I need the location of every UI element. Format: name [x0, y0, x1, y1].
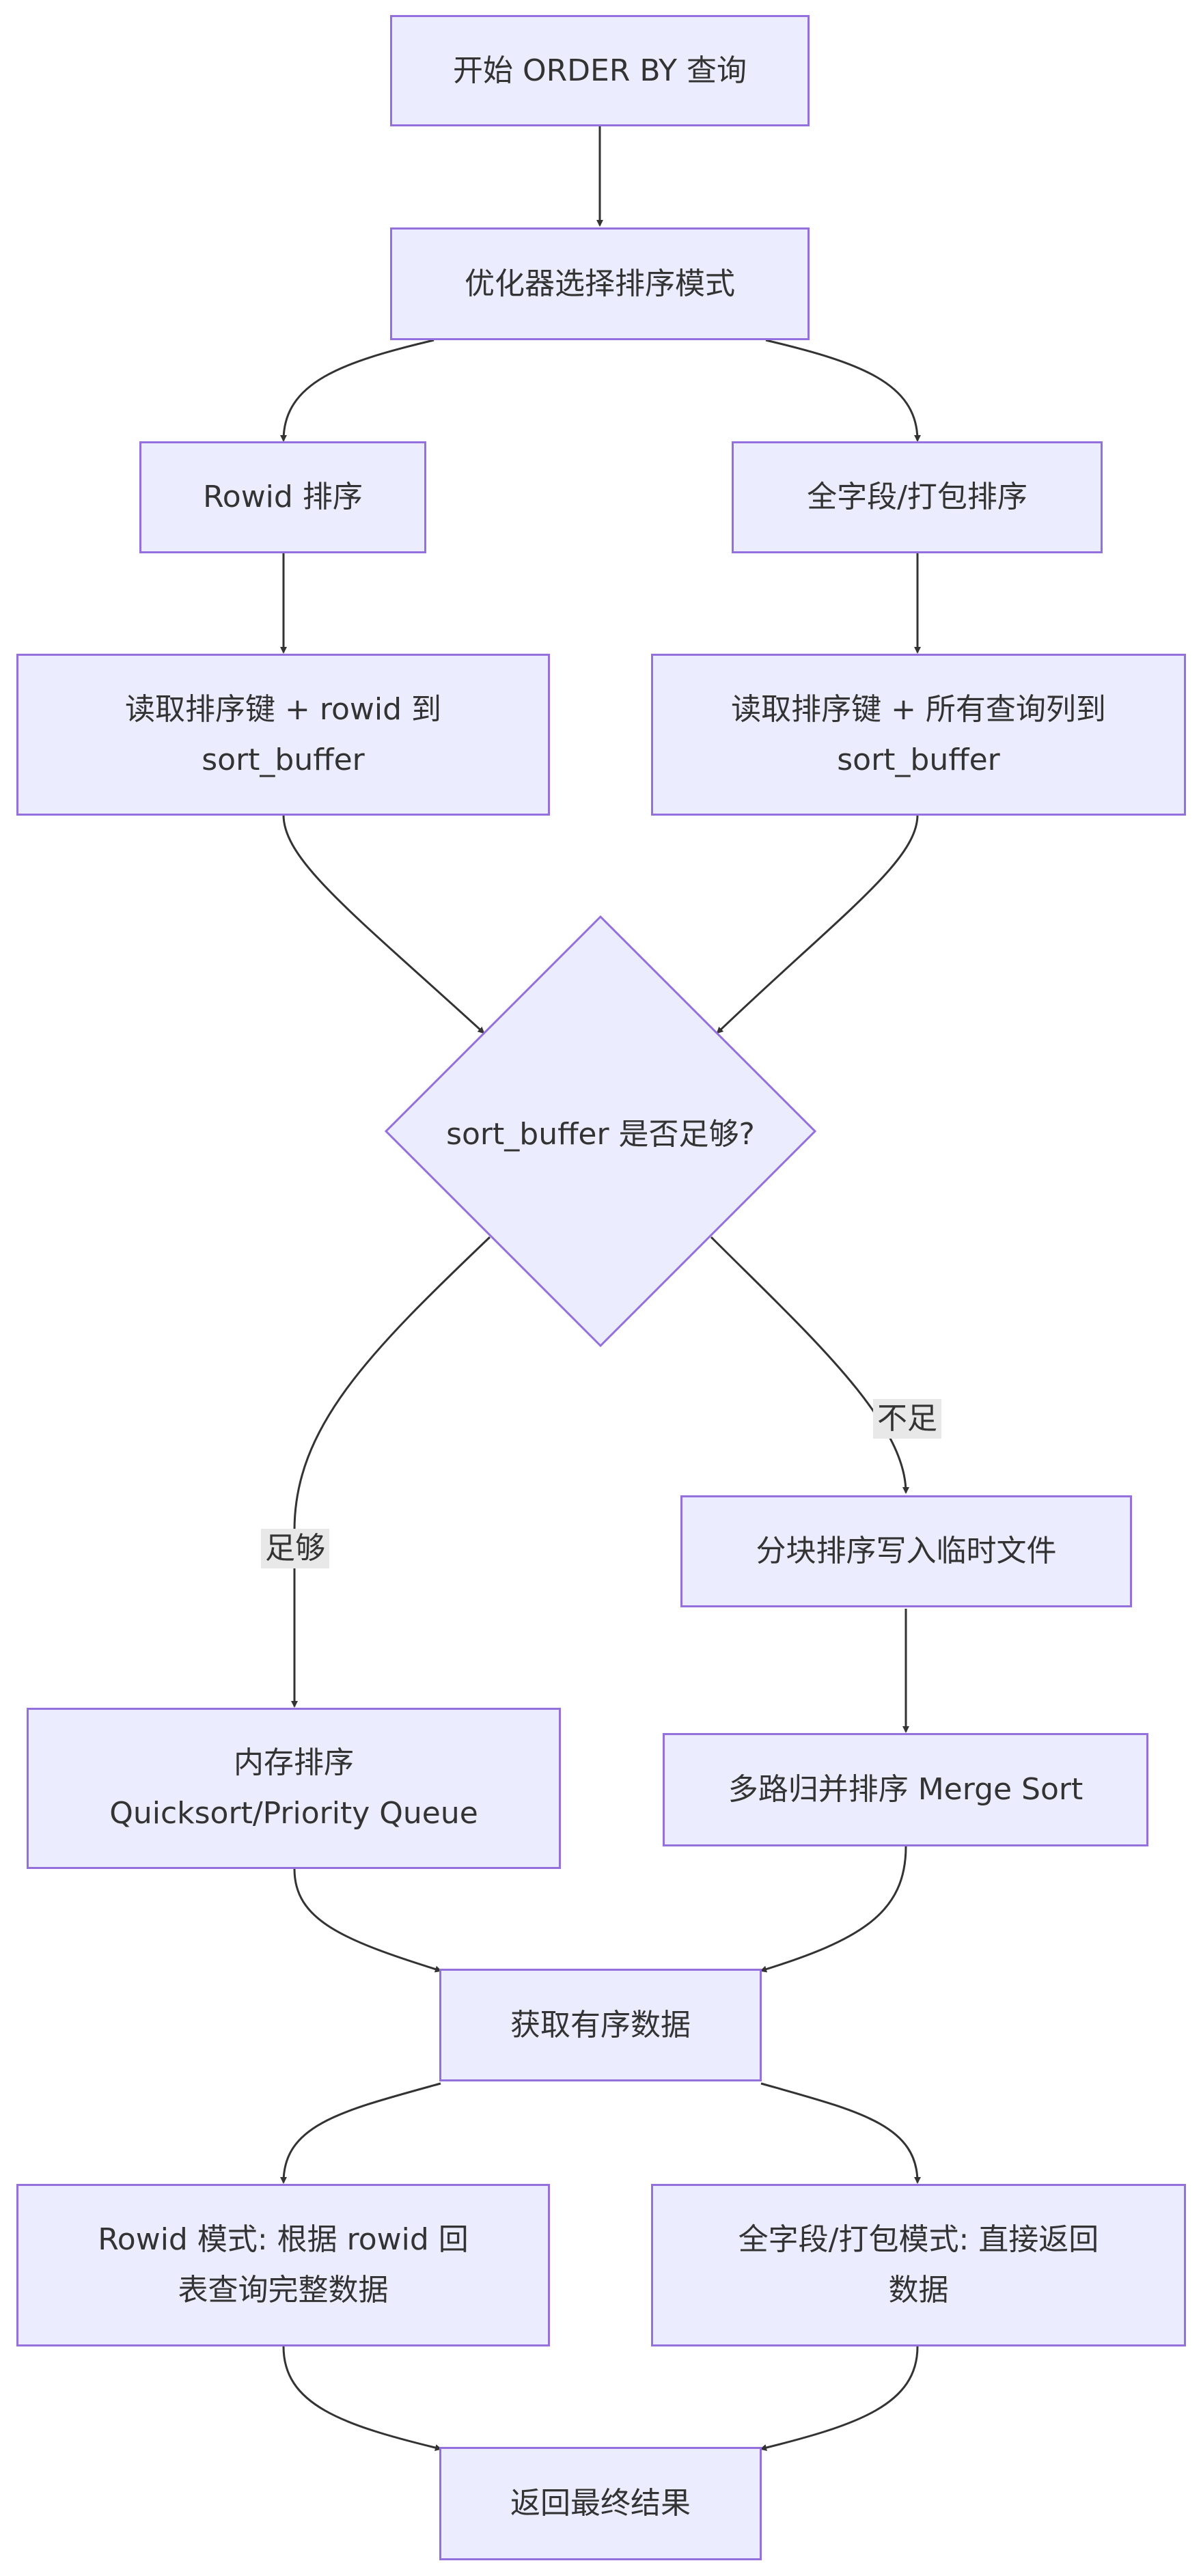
merge-sort-node-label: 多路归并排序 Merge Sort: [728, 1772, 1083, 1807]
optimizer-node-label: 优化器选择排序模式: [465, 266, 735, 301]
full-sort-node-label: 全字段/打包排序: [807, 480, 1027, 514]
edge-get-rowidlookup: [280, 2082, 441, 2184]
merge-sort-node: 多路归并排序 Merge Sort: [663, 1733, 1148, 1846]
edge-memory-get: [293, 1868, 442, 1973]
edge-merge-get: [760, 1846, 907, 1973]
read-rowid-node-label: 读取排序键 + rowid 到 sort_buffer: [124, 691, 441, 777]
edge-decision-memory: [291, 1236, 491, 1708]
full-return-node: 全字段/打包模式: 直接返回 数据: [651, 2184, 1186, 2346]
start-node: 开始 ORDER BY 查询: [390, 15, 810, 126]
final-node-label: 返回最终结果: [510, 2486, 691, 2521]
decision-diamond: [384, 915, 817, 1348]
edge-optimizer-rowid: [280, 339, 434, 442]
read-rowid-node: 读取排序键 + rowid 到 sort_buffer: [16, 654, 550, 816]
decision-node-label: sort_buffer 是否足够?: [446, 1117, 755, 1152]
rowid-sort-node: Rowid 排序: [139, 441, 426, 553]
read-full-node: 读取排序键 + 所有查询列到 sort_buffer: [651, 654, 1186, 816]
edge-rowidlookup-final: [282, 2346, 442, 2451]
get-sorted-node: 获取有序数据: [439, 1969, 762, 2081]
get-sorted-node-label: 获取有序数据: [510, 2007, 691, 2042]
edge-label-not-enough: 不足: [873, 1399, 941, 1439]
rowid-lookup-node: Rowid 模式: 根据 rowid 回 表查询完整数据: [16, 2184, 550, 2346]
final-node: 返回最终结果: [439, 2447, 762, 2560]
edge-get-fullreturn: [760, 2082, 921, 2184]
chunk-sort-node: 分块排序写入临时文件: [680, 1495, 1132, 1607]
read-full-node-label: 读取排序键 + 所有查询列到 sort_buffer: [731, 691, 1106, 777]
decision-node: sort_buffer 是否足够?: [413, 1100, 788, 1163]
optimizer-node: 优化器选择排序模式: [390, 227, 810, 340]
edge-label-enough: 足够: [261, 1529, 329, 1568]
start-node-label: 开始 ORDER BY 查询: [452, 53, 747, 88]
rowid-lookup-node-label: Rowid 模式: 根据 rowid 回 表查询完整数据: [98, 2222, 469, 2308]
edge-optimizer-full: [765, 339, 921, 442]
edge-fullreturn-final: [760, 2346, 919, 2451]
chunk-sort-node-label: 分块排序写入临时文件: [756, 1534, 1057, 1568]
edge-decision-chunk: [710, 1236, 909, 1494]
memory-sort-node: 内存排序 Quicksort/Priority Queue: [27, 1708, 561, 1869]
full-sort-node: 全字段/打包排序: [732, 441, 1103, 553]
full-return-node-label: 全字段/打包模式: 直接返回 数据: [738, 2222, 1099, 2308]
edge-readfull-decision: [716, 814, 919, 1034]
edge-readrowid-decision: [282, 814, 485, 1034]
memory-sort-node-label: 内存排序 Quicksort/Priority Queue: [109, 1745, 478, 1831]
rowid-sort-node-label: Rowid 排序: [203, 480, 363, 514]
